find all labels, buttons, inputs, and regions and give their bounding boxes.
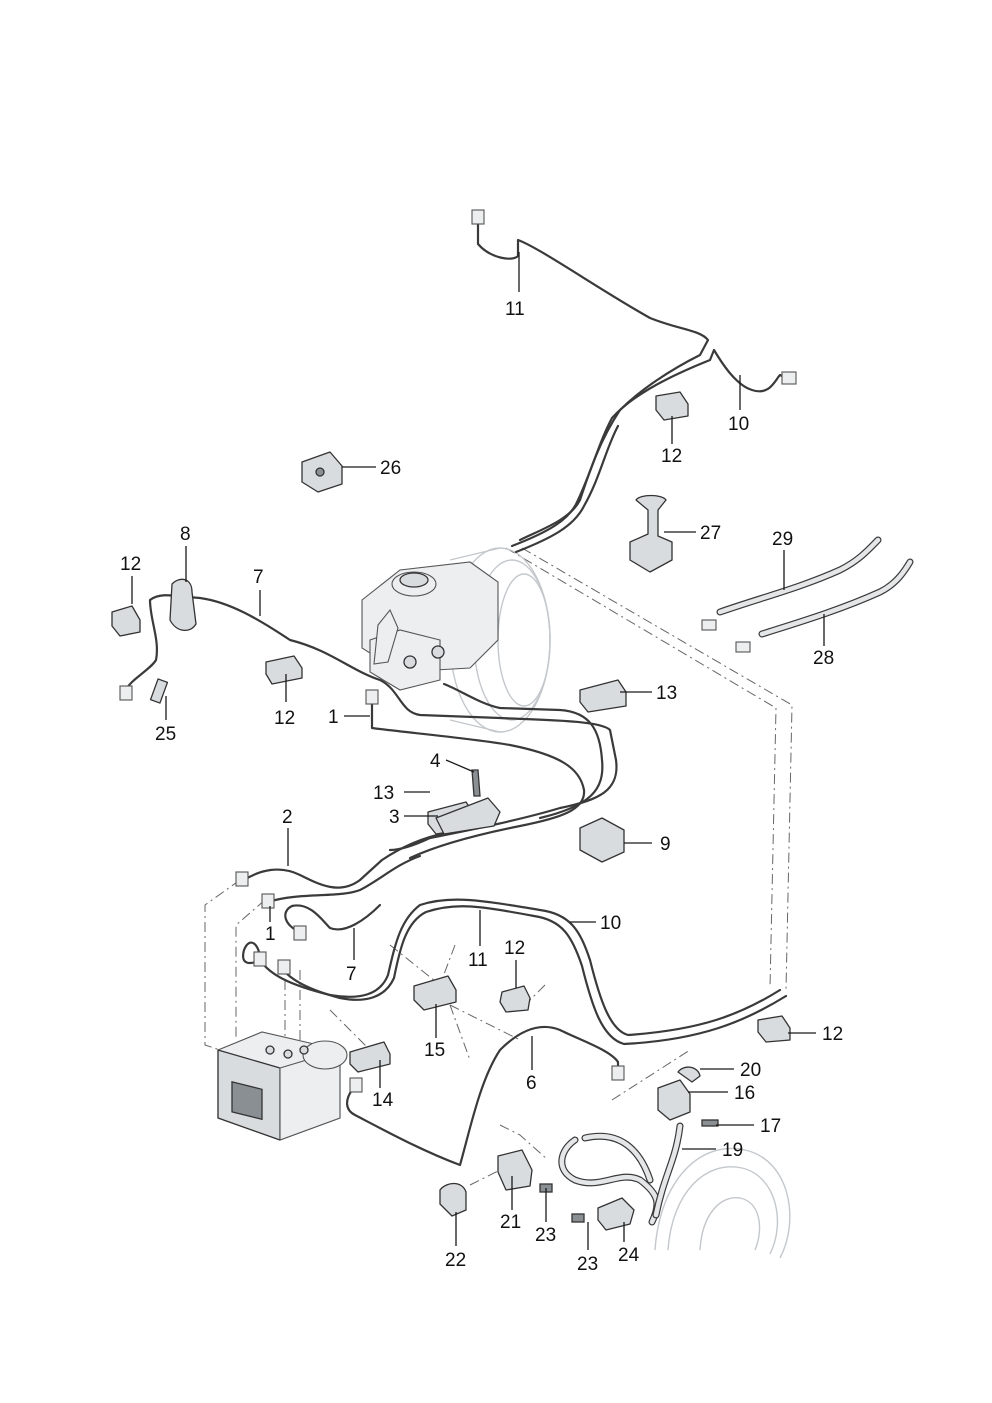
callout-1: 1 xyxy=(265,924,276,945)
callout-23: 23 xyxy=(535,1225,556,1246)
brake-booster xyxy=(361,547,551,733)
callout-20: 20 xyxy=(740,1060,761,1081)
callout-29: 29 xyxy=(772,529,793,550)
leader-lines xyxy=(131,252,825,1250)
callout-19: 19 xyxy=(722,1140,743,1161)
callout-10: 10 xyxy=(728,414,749,435)
small-parts xyxy=(111,209,797,1231)
callout-11: 11 xyxy=(468,950,488,971)
callout-14: 14 xyxy=(372,1090,394,1111)
callout-3: 3 xyxy=(389,807,400,828)
callout-15: 15 xyxy=(424,1040,445,1061)
callout-11: 11 xyxy=(505,299,525,320)
callout-22: 22 xyxy=(445,1250,466,1271)
callout-12: 12 xyxy=(120,554,141,575)
callout-17: 17 xyxy=(760,1116,781,1137)
callout-25: 25 xyxy=(155,724,176,745)
abs-hydraulic-unit xyxy=(217,1031,348,1141)
callout-27: 27 xyxy=(700,523,721,544)
callout-10: 10 xyxy=(600,913,621,934)
brake-hoses xyxy=(558,536,914,1226)
brake-lines xyxy=(124,220,792,1167)
callout-1: 1 xyxy=(328,707,339,728)
callout-6: 6 xyxy=(526,1073,537,1094)
callout-13: 13 xyxy=(373,783,394,804)
callout-7: 7 xyxy=(346,964,357,985)
callout-8: 8 xyxy=(180,524,191,545)
callout-24: 24 xyxy=(618,1245,640,1266)
callout-26: 26 xyxy=(380,458,401,479)
callout-7: 7 xyxy=(253,567,264,588)
callout-28: 28 xyxy=(813,648,834,669)
callout-12: 12 xyxy=(504,938,525,959)
callout-9: 9 xyxy=(660,834,671,855)
callout-4: 4 xyxy=(430,751,441,772)
brake-disc xyxy=(654,1147,791,1259)
callout-labels: 11 10 12 26 27 29 28 8 12 7 12 25 1 13 4… xyxy=(120,299,843,1275)
callout-21: 21 xyxy=(500,1212,521,1233)
callout-12: 12 xyxy=(661,446,682,467)
callout-13: 13 xyxy=(656,683,677,704)
callout-23: 23 xyxy=(577,1254,598,1275)
callout-12: 12 xyxy=(822,1024,843,1045)
callout-2: 2 xyxy=(282,807,293,828)
callout-16: 16 xyxy=(734,1083,755,1104)
callout-12: 12 xyxy=(274,708,295,729)
